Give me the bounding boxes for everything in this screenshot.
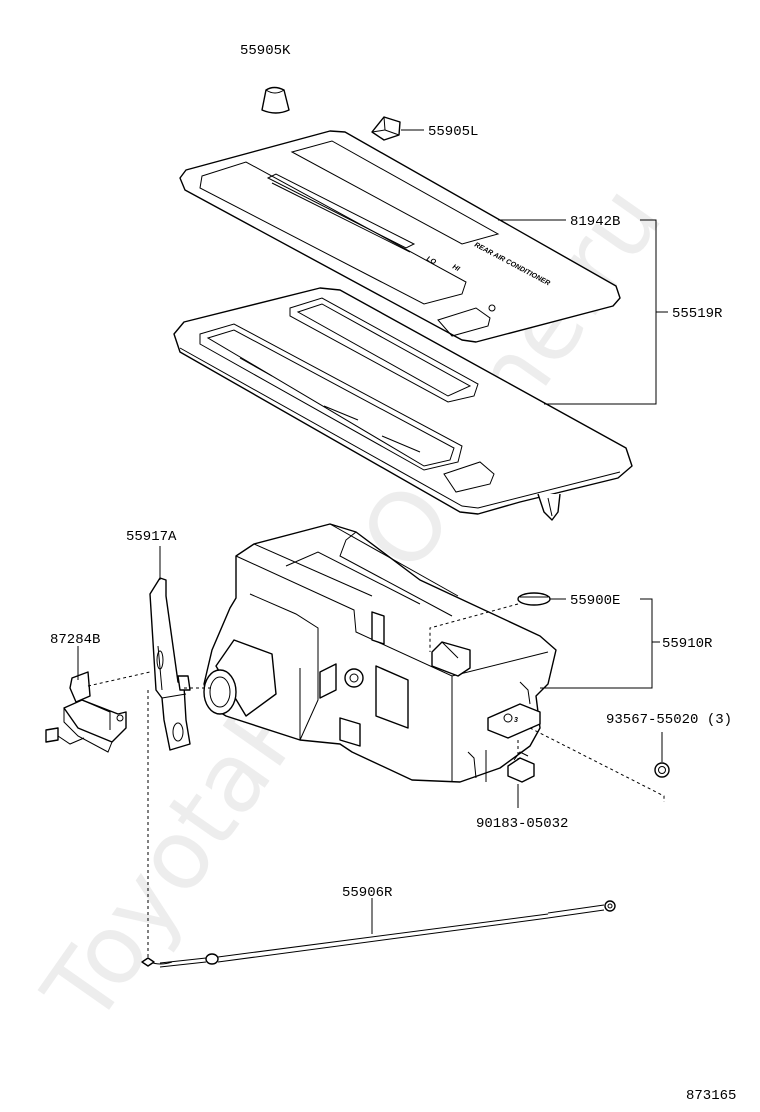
dash-switch bbox=[87, 671, 151, 687]
knob-55905k[interactable] bbox=[261, 86, 290, 114]
label-55905l: 55905L bbox=[428, 124, 478, 140]
bracket-55910r bbox=[540, 598, 653, 689]
plate-81942b[interactable]: REAR AIR CONDITIONER LO HI bbox=[179, 130, 621, 343]
label-93567: 93567-55020 (3) bbox=[606, 712, 732, 728]
nut-90183[interactable] bbox=[507, 751, 535, 783]
label-55519r: 55519R bbox=[672, 306, 723, 322]
dash-bulb bbox=[429, 603, 519, 652]
label-90183: 90183-05032 bbox=[476, 816, 568, 832]
screw-93567[interactable] bbox=[654, 762, 670, 778]
bracket-mark: 3 bbox=[514, 717, 518, 724]
label-55906r: 55906R bbox=[342, 885, 393, 901]
bulb-55900e[interactable] bbox=[517, 592, 551, 606]
lever-55917a[interactable] bbox=[149, 577, 191, 751]
base-housing-55910r[interactable]: 3 bbox=[203, 523, 557, 783]
cable-55906r[interactable] bbox=[141, 900, 616, 968]
knob-55905l[interactable] bbox=[371, 116, 401, 141]
label-87284b: 87284B bbox=[50, 632, 100, 648]
switch-87284b[interactable] bbox=[45, 671, 127, 753]
label-55905k: 55905K bbox=[240, 43, 291, 59]
diagram-id: 873165 bbox=[686, 1088, 736, 1104]
panel-55519r[interactable] bbox=[173, 287, 633, 521]
panel-text-hi: HI bbox=[451, 264, 461, 274]
label-81942b: 81942B bbox=[570, 214, 620, 230]
label-55917a: 55917A bbox=[126, 529, 177, 545]
dash-screw bbox=[529, 727, 665, 802]
panel-text-lo: LO bbox=[425, 256, 437, 267]
label-55910r: 55910R bbox=[662, 636, 713, 652]
label-55900e: 55900E bbox=[570, 593, 620, 609]
